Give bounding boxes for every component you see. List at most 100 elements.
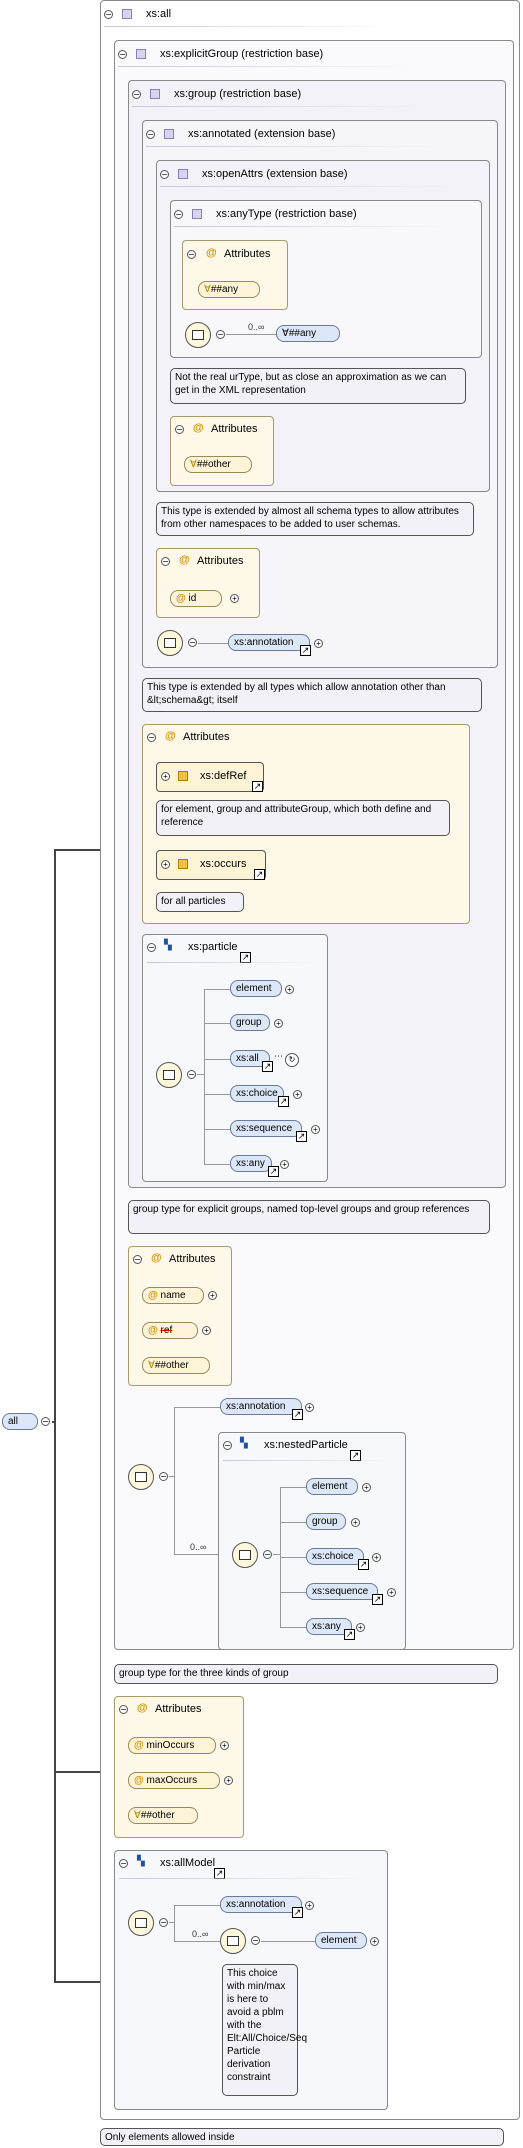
nested-particle-item[interactable]: xs:choice [306, 1548, 364, 1565]
expand-toggle[interactable]: + [280, 1160, 289, 1169]
any-element-wildcard[interactable]: ∀##any [276, 325, 340, 342]
max-occurs-attribute[interactable]: @ maxOccurs [128, 1772, 220, 1789]
nested-particle-item[interactable]: xs:any [306, 1618, 352, 1635]
attribute-icon: @ [176, 593, 186, 604]
reference-arrow-icon[interactable]: ↗ [296, 1131, 307, 1142]
expand-toggle[interactable]: + [370, 1937, 379, 1946]
choice-compositor-icon[interactable] [156, 1062, 182, 1088]
particle-item[interactable]: element [230, 980, 282, 997]
expand-toggle[interactable]: + [305, 1403, 314, 1412]
expand-toggle[interactable]: + [305, 1901, 314, 1910]
recursion-icon[interactable]: ↻ [285, 1053, 299, 1067]
nested-particle-item[interactable]: group [306, 1513, 346, 1530]
attributes-toggle[interactable]: − [187, 250, 196, 259]
expand-toggle[interactable]: + [311, 1125, 320, 1134]
reference-arrow-icon[interactable]: ↗ [262, 1061, 273, 1072]
expand-toggle[interactable]: + [314, 639, 323, 648]
all-model-title: xs:allModel [160, 1857, 216, 1869]
any-attribute-wildcard[interactable]: ∀##any [198, 281, 260, 298]
attributes-toggle[interactable]: − [161, 557, 170, 566]
particle-title: xs:particle [188, 941, 238, 953]
reference-arrow-icon[interactable]: ↗ [268, 1166, 279, 1177]
compositor-toggle[interactable]: − [216, 330, 225, 339]
expand-toggle[interactable]: + [293, 1090, 302, 1099]
min-occurs-attribute[interactable]: @ minOccurs [128, 1737, 216, 1754]
reference-arrow-icon[interactable]: ↗ [300, 645, 311, 656]
sequence-compositor-icon[interactable] [157, 630, 183, 656]
nested-particle-toggle[interactable]: − [223, 1441, 232, 1450]
choice-compositor-icon[interactable] [220, 1928, 246, 1954]
sequence-compositor-icon[interactable] [128, 1464, 154, 1490]
reference-arrow-icon[interactable]: ↗ [254, 869, 265, 880]
reference-arrow-icon[interactable]: ↗ [252, 781, 263, 792]
attributes-toggle[interactable]: − [119, 1705, 128, 1714]
expand-toggle[interactable]: + [356, 1623, 365, 1632]
annotation-element[interactable]: xs:annotation [228, 634, 310, 651]
element-particle[interactable]: element [315, 1932, 367, 1949]
sequence-compositor-icon[interactable] [128, 1910, 154, 1936]
expand-toggle[interactable]: + [351, 1518, 360, 1527]
particle-item[interactable]: xs:sequence [230, 1120, 302, 1137]
expand-toggle[interactable]: + [362, 1483, 371, 1492]
expand-toggle[interactable]: + [202, 1326, 211, 1335]
expand-toggle[interactable]: + [285, 985, 294, 994]
compositor-toggle[interactable]: − [187, 1070, 196, 1079]
connector-line [174, 1554, 234, 1555]
expand-toggle[interactable]: + [224, 1776, 233, 1785]
compositor-toggle[interactable]: − [251, 1936, 260, 1945]
particle-toggle[interactable]: − [147, 943, 156, 952]
root-all-element[interactable]: all [2, 1413, 38, 1430]
reference-arrow-icon[interactable]: ↗ [278, 1096, 289, 1107]
particle-item[interactable]: group [230, 1014, 270, 1031]
nested-particle-item[interactable]: element [306, 1478, 358, 1495]
attributes-toggle[interactable]: − [147, 733, 156, 742]
all-model-toggle[interactable]: − [119, 1859, 128, 1868]
explicit-group-toggle[interactable]: − [118, 50, 127, 59]
sequence-compositor-icon[interactable] [185, 322, 211, 348]
reference-arrow-icon[interactable]: ↗ [358, 1559, 369, 1570]
root-collapse-toggle[interactable]: − [41, 1417, 50, 1426]
xs-all-title: xs:all [146, 8, 172, 20]
any-type-toggle[interactable]: − [174, 210, 183, 219]
expand-toggle[interactable]: + [387, 1588, 396, 1597]
group-toggle[interactable]: − [132, 90, 141, 99]
occurs-group-ref[interactable] [156, 850, 266, 880]
name-attribute[interactable]: @ name [142, 1287, 204, 1304]
particle-item[interactable]: xs:any [230, 1155, 272, 1172]
reference-arrow-icon[interactable]: ↗ [344, 1629, 355, 1640]
expand-toggle[interactable]: + [208, 1291, 217, 1300]
particle-item[interactable]: xs:all [230, 1050, 270, 1067]
xs-all-toggle[interactable]: − [104, 10, 113, 19]
particle-item[interactable]: xs:choice [230, 1085, 284, 1102]
reference-arrow-icon[interactable]: ↗ [372, 1594, 383, 1605]
defref-group-ref[interactable] [156, 762, 264, 792]
annotation-element[interactable]: xs:annotation [220, 1398, 302, 1415]
compositor-toggle[interactable]: − [263, 1550, 272, 1559]
attributes-toggle[interactable]: − [133, 1255, 142, 1264]
expand-toggle[interactable]: + [161, 860, 170, 869]
other-attribute-wildcard[interactable]: ∀##other [142, 1357, 210, 1374]
compositor-toggle[interactable]: − [159, 1918, 168, 1927]
choice-compositor-icon[interactable] [232, 1542, 258, 1568]
nested-particle-box [218, 1432, 406, 1650]
id-attribute[interactable]: @ id [170, 590, 222, 607]
compositor-toggle[interactable]: − [188, 638, 197, 647]
attributes-title: Attributes [211, 423, 258, 435]
open-attrs-toggle[interactable]: − [160, 170, 169, 179]
reference-arrow-icon[interactable]: ↗ [292, 1409, 303, 1420]
expand-toggle[interactable]: + [274, 1019, 283, 1028]
annotated-toggle[interactable]: − [146, 130, 155, 139]
ref-attribute-prohibited[interactable]: @ ref [142, 1322, 198, 1339]
expand-toggle[interactable]: + [220, 1741, 229, 1750]
expand-toggle[interactable]: + [230, 594, 239, 603]
compositor-toggle[interactable]: − [159, 1472, 168, 1481]
reference-arrow-icon[interactable]: ↗ [292, 1907, 303, 1918]
expand-toggle[interactable]: + [372, 1553, 381, 1562]
expand-toggle[interactable]: + [161, 772, 170, 781]
nested-particle-item[interactable]: xs:sequence [306, 1583, 378, 1600]
other-attribute-wildcard[interactable]: ∀##other [128, 1807, 198, 1824]
other-attribute-wildcard[interactable]: ∀##other [184, 456, 252, 473]
attributes-toggle[interactable]: − [175, 425, 184, 434]
open-attrs-title: xs:openAttrs (extension base) [202, 168, 348, 180]
annotation-element[interactable]: xs:annotation [220, 1896, 302, 1913]
